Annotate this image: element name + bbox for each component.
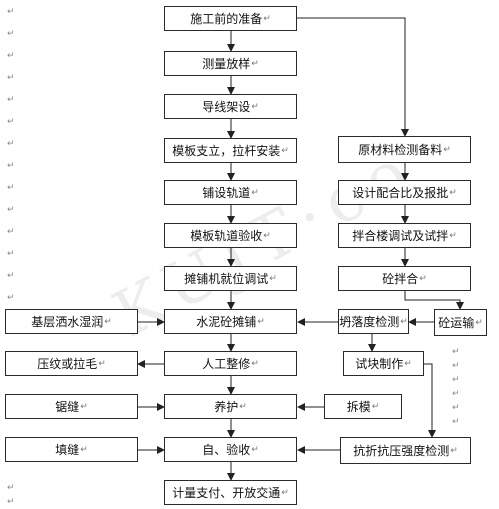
node-paving: 水泥砼摊铺↵	[164, 309, 297, 334]
margin-para-mark: ↵	[7, 73, 15, 83]
arrow-mixing-transport	[404, 291, 464, 310]
node-mixing-test: 拌合楼调试及试拌↵	[338, 223, 471, 248]
node-rail: 铺设轨道↵	[164, 180, 297, 205]
node-slump: 坍落度检测↵	[338, 309, 409, 334]
margin-para-mark: ↵	[7, 183, 15, 193]
node-demould: 拆模↵	[324, 394, 402, 419]
node-prep: 施工前的准备↵	[164, 6, 297, 31]
node-acceptance: 自、验收↵	[164, 437, 297, 462]
margin-para-mark: ↵	[7, 227, 15, 237]
node-survey: 测量放样↵	[164, 51, 297, 76]
margin-para-mark: ↵	[452, 375, 460, 385]
node-sawing: 锯缝↵	[5, 394, 138, 419]
margin-para-mark: ↵	[7, 497, 15, 507]
margin-para-mark: ↵	[452, 347, 460, 357]
margin-para-mark: ↵	[452, 403, 460, 413]
margin-para-mark: ↵	[7, 29, 15, 39]
margin-para-mark: ↵	[7, 271, 15, 281]
node-paver: 摊铺机就位调试↵	[164, 266, 297, 291]
node-guide-wire: 导线架设↵	[164, 94, 297, 119]
node-formwork: 模板支立，拉杆安装↵	[164, 138, 297, 163]
node-base-wetting: 基层洒水湿润↵	[5, 309, 138, 334]
node-transport: 砼运输↵	[434, 309, 487, 336]
margin-para-mark: ↵	[7, 139, 15, 149]
margin-para-mark: ↵	[7, 249, 15, 259]
margin-para-mark: ↵	[7, 51, 15, 61]
node-rail-check: 模板轨道验收↵	[164, 223, 297, 248]
node-texturing: 压纹或拉毛↵	[5, 351, 138, 376]
margin-para-mark: ↵	[7, 95, 15, 105]
node-concrete-mixing: 砼拌合↵	[338, 266, 471, 291]
node-curing: 养护↵	[164, 394, 297, 419]
node-materials: 原材料检测备料↵	[338, 136, 471, 163]
node-strength: 抗折抗压强度检测↵	[340, 437, 471, 464]
margin-para-mark: ↵	[7, 7, 15, 17]
margin-para-mark: ↵	[7, 483, 15, 493]
margin-para-mark: ↵	[7, 293, 15, 303]
node-joint-filling: 填缝↵	[5, 437, 138, 462]
node-finishing: 人工整修↵	[164, 351, 297, 376]
margin-para-mark: ↵	[452, 361, 460, 371]
margin-para-mark: ↵	[7, 117, 15, 127]
node-open-traffic: 计量支付、开放交通↵	[164, 480, 297, 505]
margin-para-mark: ↵	[452, 389, 460, 399]
node-mix-design: 设计配合比及报批↵	[338, 180, 471, 205]
node-specimen: 试块制作↵	[343, 351, 424, 376]
margin-para-mark: ↵	[452, 417, 460, 427]
arrow-specimen-strength	[424, 363, 436, 438]
margin-para-mark: ↵	[7, 205, 15, 215]
arrow-prep-materials	[297, 17, 409, 137]
margin-para-mark: ↵	[7, 161, 15, 171]
